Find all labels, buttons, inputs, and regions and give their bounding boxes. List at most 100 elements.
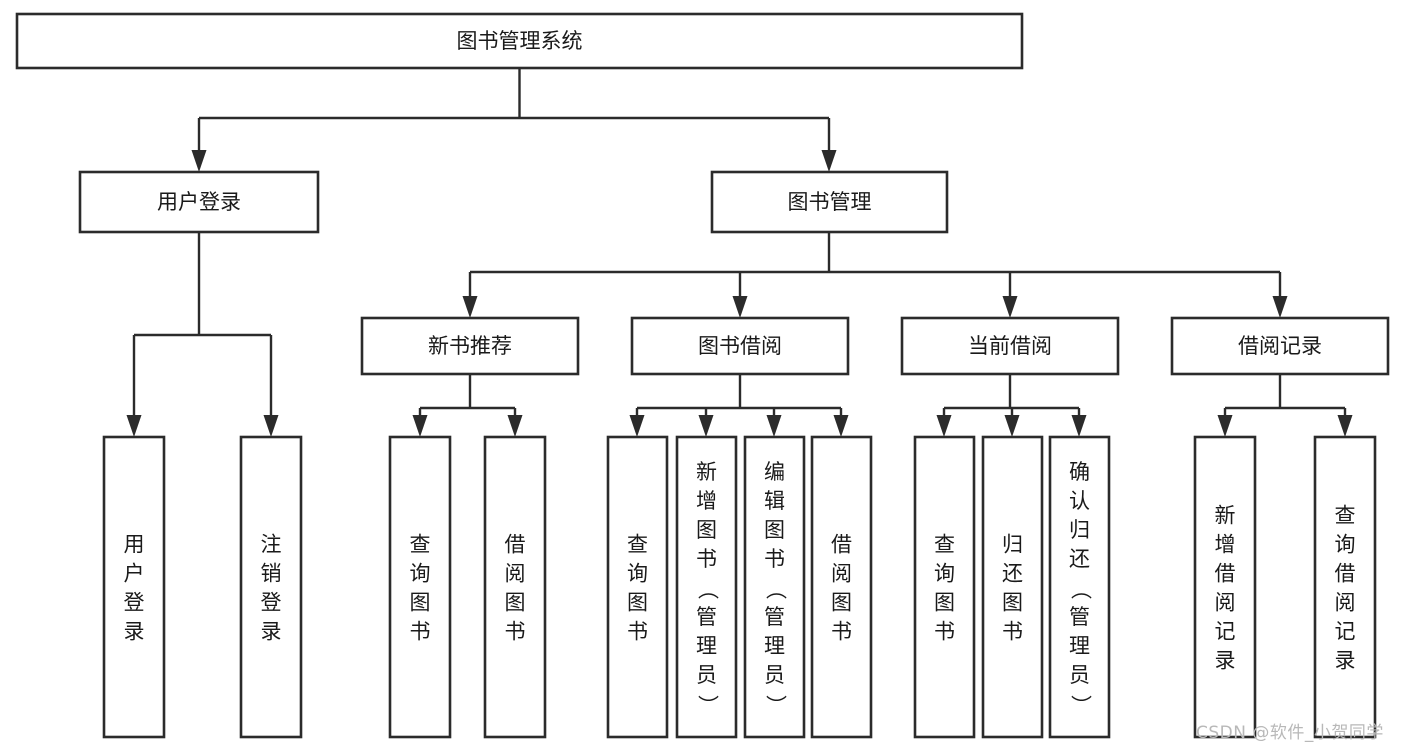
svg-text:辑: 辑: [764, 489, 785, 513]
svg-text:图: 图: [627, 591, 648, 615]
svg-text:书: 书: [831, 620, 852, 644]
svg-text:录: 录: [1215, 649, 1236, 673]
svg-text:销: 销: [261, 562, 282, 586]
node-leaf-4[interactable]: [606, 435, 669, 739]
node-leaf-9[interactable]: [981, 435, 1044, 739]
node-level3-0[interactable]: [360, 316, 580, 376]
node-label: 新书推荐: [428, 334, 512, 358]
arrow-head-icon: [462, 296, 478, 318]
csdn-watermark: CSDN @软件_小贺同学: [1196, 723, 1384, 743]
svg-text:登: 登: [261, 591, 282, 615]
svg-text:归: 归: [1002, 533, 1023, 557]
connector-layer: [126, 68, 1353, 437]
svg-text:图: 图: [764, 518, 785, 542]
node-leaf-10[interactable]: [1048, 435, 1111, 739]
svg-text:录: 录: [1335, 649, 1356, 673]
svg-text:借: 借: [505, 533, 526, 557]
arrow-head-icon: [507, 415, 523, 437]
arrow-head-icon: [1337, 415, 1353, 437]
svg-text:增: 增: [1215, 533, 1236, 557]
svg-text:归: 归: [1069, 518, 1090, 542]
node-label: 借阅记录: [1238, 334, 1322, 358]
node-label-layer: 图书管理系统用户登录图书管理新书推荐图书借阅当前借阅借阅记录用户登录注销登录查询…: [124, 29, 1356, 716]
node-level3-2[interactable]: [900, 316, 1120, 376]
node-label: 图书管理: [788, 190, 872, 214]
svg-text:书: 书: [627, 620, 648, 644]
svg-text:新: 新: [696, 460, 717, 484]
arrow-head-icon: [732, 296, 748, 318]
node-leaf-5[interactable]: [675, 435, 738, 739]
node-leaf-2[interactable]: [388, 435, 452, 739]
svg-text:）: ）: [696, 695, 720, 716]
arrow-head-icon: [936, 415, 952, 437]
svg-text:图: 图: [505, 591, 526, 615]
node-leaf-7[interactable]: [810, 435, 873, 739]
svg-text:（: （: [696, 579, 720, 600]
node-leaf-11[interactable]: [1193, 435, 1257, 739]
svg-text:录: 录: [261, 620, 282, 644]
svg-text:阅: 阅: [1335, 591, 1356, 615]
arrow-head-icon: [263, 415, 279, 437]
svg-text:查: 查: [410, 533, 431, 557]
node-leaf-3[interactable]: [483, 435, 547, 739]
svg-text:员: 员: [764, 663, 785, 687]
svg-text:用: 用: [124, 533, 145, 557]
svg-text:图: 图: [410, 591, 431, 615]
svg-text:图: 图: [831, 591, 852, 615]
svg-text:书: 书: [764, 547, 785, 571]
svg-text:）: ）: [1069, 695, 1093, 716]
svg-text:管: 管: [764, 605, 785, 629]
node-leaf-6[interactable]: [743, 435, 806, 739]
arrow-head-icon: [1002, 296, 1018, 318]
svg-text:登: 登: [124, 591, 145, 615]
node-level2-1[interactable]: [710, 170, 949, 234]
arrow-head-icon: [1071, 415, 1087, 437]
node-leaf-1[interactable]: [239, 435, 303, 739]
svg-text:书: 书: [934, 620, 955, 644]
node-leaf-8[interactable]: [913, 435, 976, 739]
node-root[interactable]: [15, 12, 1024, 70]
svg-text:员: 员: [696, 663, 717, 687]
svg-text:还: 还: [1069, 547, 1090, 571]
svg-text:确: 确: [1069, 460, 1090, 484]
svg-text:借: 借: [1335, 562, 1356, 586]
arrow-head-icon: [629, 415, 645, 437]
arrow-head-icon: [698, 415, 714, 437]
svg-text:阅: 阅: [505, 562, 526, 586]
svg-text:编: 编: [764, 460, 785, 484]
svg-text:书: 书: [1002, 620, 1023, 644]
svg-text:书: 书: [505, 620, 526, 644]
node-level3-1[interactable]: [630, 316, 850, 376]
svg-text:理: 理: [696, 634, 717, 658]
svg-text:书: 书: [696, 547, 717, 571]
svg-text:记: 记: [1335, 620, 1356, 644]
svg-text:查: 查: [934, 533, 955, 557]
svg-text:新: 新: [1215, 504, 1236, 528]
node-level3-3[interactable]: [1170, 316, 1390, 376]
node-leaf-0[interactable]: [102, 435, 166, 739]
svg-text:借: 借: [831, 533, 852, 557]
svg-text:记: 记: [1215, 620, 1236, 644]
node-level2-0[interactable]: [78, 170, 320, 234]
svg-text:理: 理: [764, 634, 785, 658]
svg-text:（: （: [1069, 579, 1093, 600]
arrow-head-icon: [833, 415, 849, 437]
arrow-head-icon: [1004, 415, 1020, 437]
node-leaf-12[interactable]: [1313, 435, 1377, 739]
svg-text:管: 管: [1069, 605, 1090, 629]
arrow-head-icon: [821, 150, 837, 172]
svg-text:理: 理: [1069, 634, 1090, 658]
svg-text:还: 还: [1002, 562, 1023, 586]
arrow-head-icon: [412, 415, 428, 437]
arrow-head-icon: [126, 415, 142, 437]
svg-text:户: 户: [124, 562, 145, 586]
